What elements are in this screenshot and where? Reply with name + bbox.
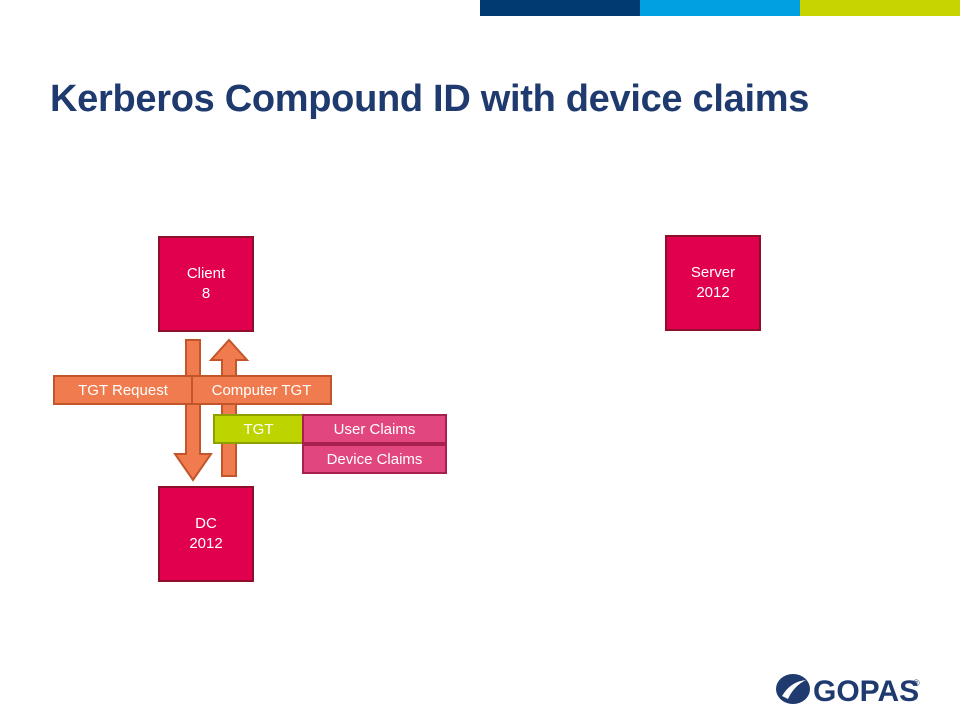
dc-node: DC 2012 bbox=[158, 486, 254, 582]
server-node-version: 2012 bbox=[696, 284, 730, 301]
gopas-logo-swoosh-icon bbox=[782, 680, 806, 699]
client-node-name: Client bbox=[186, 265, 226, 282]
computer-tgt-arrow bbox=[208, 338, 250, 477]
top-bar-lime bbox=[800, 0, 960, 16]
tgt-request-arrow bbox=[173, 339, 213, 482]
tgt-ticket-label: TGT bbox=[213, 414, 304, 444]
device-claims-label: Device Claims bbox=[302, 444, 447, 474]
top-bar-blue bbox=[640, 0, 800, 16]
dc-node-name: DC bbox=[195, 515, 217, 532]
gopas-logo-text: GOPAS bbox=[813, 675, 919, 708]
user-claims-label: User Claims bbox=[302, 414, 447, 444]
server-node-name: Server bbox=[690, 264, 736, 281]
slide-title: Kerberos Compound ID with device claims bbox=[50, 78, 810, 120]
dc-node-version: 2012 bbox=[189, 535, 223, 552]
server-node: Server 2012 bbox=[665, 235, 761, 331]
computer-tgt-label: Computer TGT bbox=[191, 375, 332, 405]
gopas-logo-registered: ® bbox=[913, 678, 920, 688]
gopas-logo: GOPAS ® bbox=[776, 674, 920, 708]
top-bar-navy bbox=[480, 0, 640, 16]
client-node: Client 8 bbox=[158, 236, 254, 332]
tgt-request-label: TGT Request bbox=[53, 375, 193, 405]
client-node-version: 8 bbox=[201, 285, 211, 302]
